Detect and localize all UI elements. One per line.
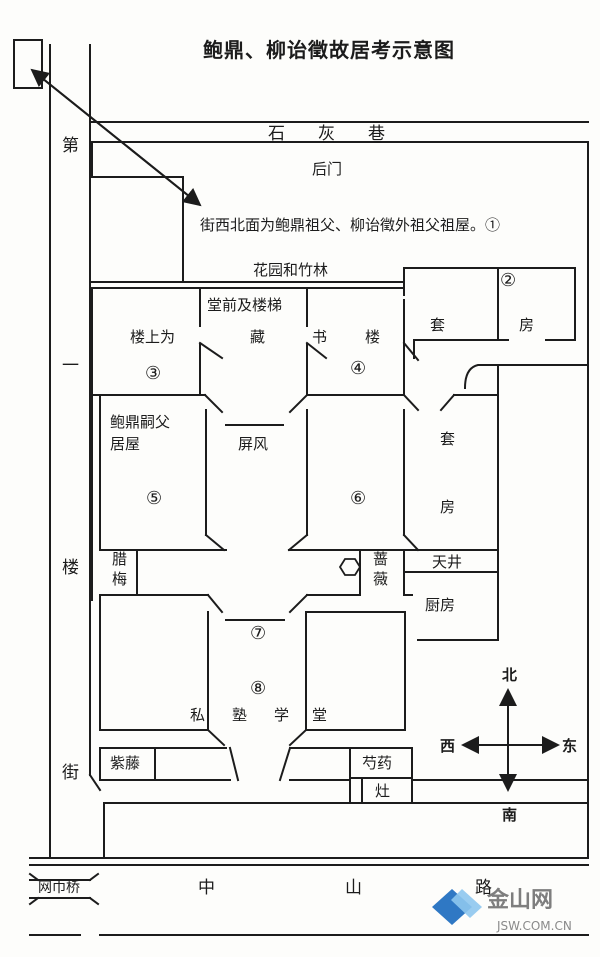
back-gate-label: 后门 bbox=[312, 160, 343, 178]
cang-label: 藏 bbox=[250, 328, 266, 346]
marker-3: ③ bbox=[145, 363, 162, 384]
marker-8: ⑧ bbox=[250, 678, 267, 699]
school-char-3: 学 bbox=[274, 706, 290, 724]
diagram-title: 鲍鼎、柳诒徵故居考示意图 bbox=[203, 38, 455, 62]
shu-label: 书 bbox=[312, 328, 328, 346]
jsw-logo-icon bbox=[432, 889, 482, 925]
suite-fang-label: 房 bbox=[519, 316, 535, 334]
garden-label: 花园和竹林 bbox=[253, 261, 329, 279]
upstairs-label: 楼上为 bbox=[130, 328, 176, 346]
wisteria-label: 紫藤 bbox=[110, 754, 141, 772]
south-road-char-2: 山 bbox=[345, 878, 362, 898]
school-char-1: 私 bbox=[190, 706, 206, 724]
marker-5: ⑤ bbox=[146, 488, 163, 509]
wintersweet-char-1: 腊 bbox=[112, 550, 128, 568]
school-char-2: 塾 bbox=[232, 706, 248, 724]
compass-west: 西 bbox=[440, 737, 456, 755]
screen-label: 屏风 bbox=[238, 435, 269, 453]
wintersweet-char-2: 梅 bbox=[112, 570, 128, 588]
compass-rose-icon bbox=[461, 688, 560, 792]
kitchen-label: 厨房 bbox=[425, 596, 456, 614]
ancestral-house-box bbox=[13, 39, 43, 89]
marker-6: ⑥ bbox=[350, 488, 367, 509]
bao-residence-label-2: 居屋 bbox=[110, 435, 141, 453]
bao-residence-label-1: 鲍鼎嗣父 bbox=[110, 413, 171, 431]
watermark-url: JSW.COM.CN bbox=[497, 919, 572, 933]
marker-4: ④ bbox=[350, 358, 367, 379]
marker-7: ⑦ bbox=[250, 623, 267, 644]
east-suite-tao-label: 套 bbox=[440, 430, 456, 448]
peony-label: 芍药 bbox=[362, 754, 393, 772]
north-lane-char-1: 石 bbox=[268, 124, 285, 144]
watermark-logo-text: 金山网 bbox=[487, 888, 554, 913]
compass-east: 东 bbox=[562, 737, 578, 755]
rose-char-2: 薇 bbox=[373, 570, 389, 588]
school-char-4: 堂 bbox=[312, 706, 328, 724]
courtyard-label: 天井 bbox=[432, 553, 463, 571]
stove-label: 灶 bbox=[375, 782, 391, 800]
lou-label: 楼 bbox=[365, 328, 381, 346]
hall-stairs-label: 堂前及楼梯 bbox=[207, 296, 283, 314]
compass-north: 北 bbox=[502, 666, 518, 684]
west-street-char-2: 一 bbox=[62, 356, 79, 376]
west-street-char-3: 楼 bbox=[62, 558, 79, 578]
well-hexagon-icon bbox=[338, 558, 362, 576]
compass-south: 南 bbox=[502, 806, 518, 824]
bridge-label: 网巾桥 bbox=[38, 880, 80, 896]
south-road-char-1: 中 bbox=[198, 878, 215, 898]
rose-char-1: 蔷 bbox=[373, 550, 389, 568]
suite-tao-label: 套 bbox=[430, 316, 446, 334]
west-street-char-4: 街 bbox=[62, 763, 79, 783]
north-lane-char-2: 灰 bbox=[318, 124, 335, 144]
west-street-char-1: 第 bbox=[62, 136, 79, 156]
north-lane-char-3: 巷 bbox=[368, 124, 385, 144]
south-road-char-3: 路 bbox=[475, 878, 492, 898]
east-suite-fang-label: 房 bbox=[440, 498, 456, 516]
ancestral-house-annotation: 街西北面为鲍鼎祖父、柳诒徵外祖父祖屋。① bbox=[200, 216, 501, 234]
marker-2: ② bbox=[500, 270, 517, 291]
